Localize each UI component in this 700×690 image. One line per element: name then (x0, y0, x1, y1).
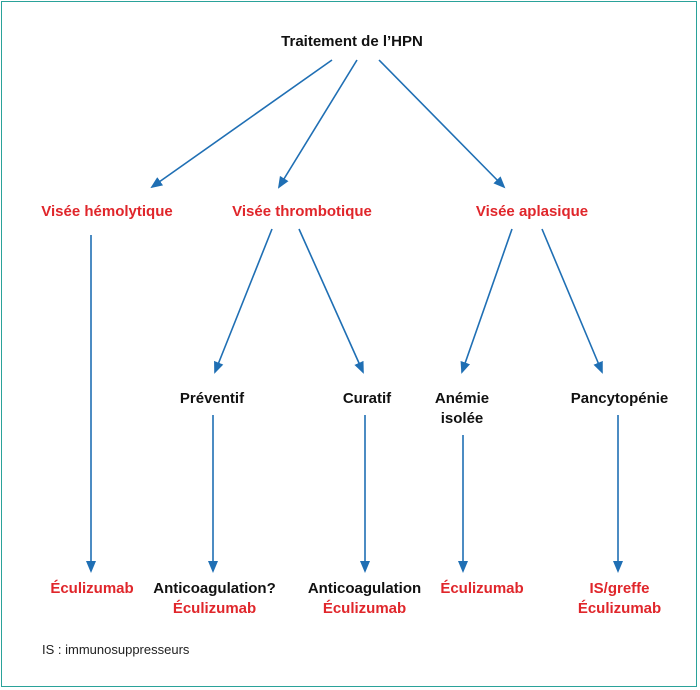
node-anemie-line2: isolée (440, 410, 484, 427)
outcome-anemie-eculizumab: Éculizumab (440, 580, 524, 597)
arrow-aplasique-to-pancytopenie (541, 228, 603, 374)
arrow-thrombotique-to-curatif (298, 228, 364, 374)
branch-visee-hemolytique: Visée hémolytique (41, 203, 173, 220)
outcome-preventif: Anticoagulation? Éculizumab (142, 579, 287, 619)
branch-visee-aplasique: Visée aplasique (475, 203, 589, 220)
outcome-preventif-anticoagulation: Anticoagulation? (153, 580, 276, 597)
outcome-pancytopenie-eculizumab: Éculizumab (577, 600, 662, 617)
node-preventif: Préventif (179, 390, 245, 407)
arrow-thrombotique-to-preventif (214, 228, 273, 374)
arrow-root-to-hemolytique (150, 59, 333, 189)
outcome-pancytopenie-is-greffe: IS/greffe (589, 580, 650, 597)
node-anemie-line1: Anémie (434, 390, 490, 407)
outcome-pancytopenie: IS/greffe Éculizumab (562, 579, 677, 619)
footnote: IS : immunosuppresseurs (42, 642, 190, 657)
arrow-aplasique-to-anemie (460, 228, 513, 374)
node-pancytopenie: Pancytopénie (570, 390, 669, 407)
arrow-root-to-thrombotique (277, 59, 358, 189)
arrow-root-to-aplasique (378, 59, 506, 189)
outcome-curatif-eculizumab: Éculizumab (322, 600, 407, 617)
branch-visee-thrombotique: Visée thrombotique (232, 203, 372, 220)
outcome-hemolytique-eculizumab: Éculizumab (50, 580, 134, 597)
node-curatif: Curatif (342, 390, 392, 407)
node-anemie-isolee: Anémie isolée (417, 389, 507, 429)
outcome-preventif-eculizumab: Éculizumab (172, 600, 257, 617)
diagram-title: Traitement de l’HPN (281, 33, 423, 50)
outcome-curatif-anticoagulation: Anticoagulation (307, 580, 422, 597)
outcome-curatif: Anticoagulation Éculizumab (297, 579, 432, 619)
